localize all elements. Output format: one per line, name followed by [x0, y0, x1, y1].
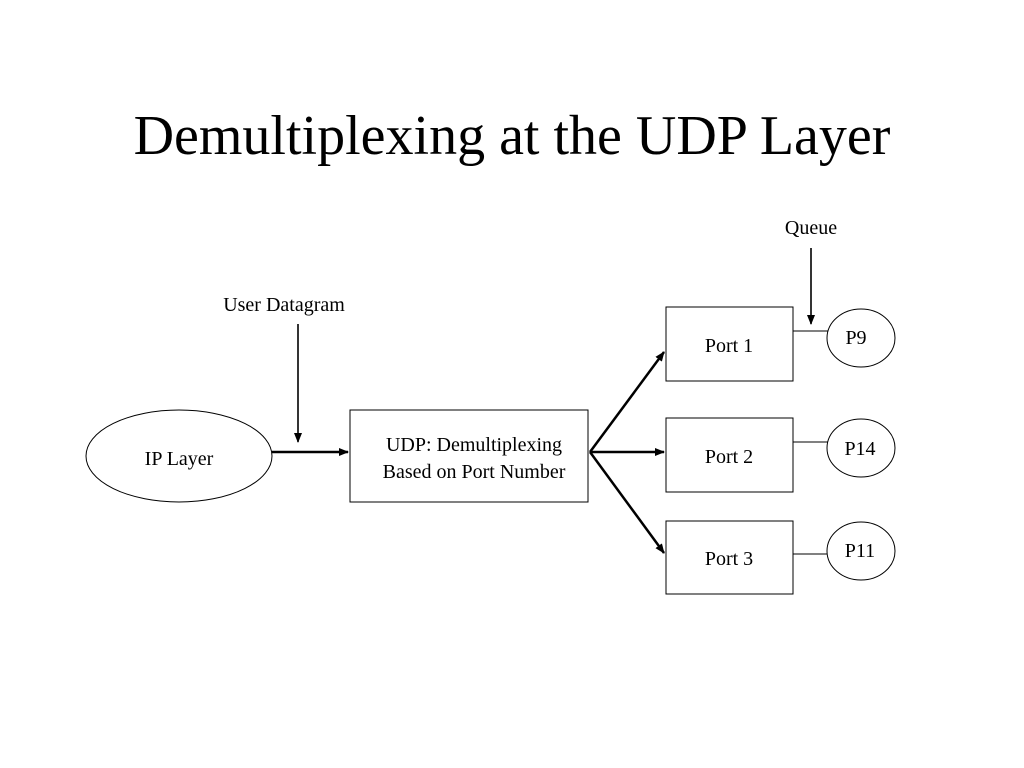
process-p11-label: P11: [845, 540, 875, 562]
slide-title: Demultiplexing at the UDP Layer: [133, 105, 891, 167]
process-p9-node: P9: [826, 308, 896, 368]
udp-demultiplexer-box: UDP: Demultiplexing Based on Port Number: [349, 409, 589, 503]
udp-to-port-3-arrow: [588, 451, 666, 554]
queue-label: Queue: [785, 217, 837, 239]
udp-box-line-2: Based on Port Number: [383, 461, 566, 483]
port-2-label: Port 2: [705, 446, 753, 468]
port-3-label: Port 3: [705, 548, 753, 570]
ip-layer-label: IP Layer: [145, 448, 214, 470]
process-p14-label: P14: [844, 438, 875, 460]
user-datagram-label: User Datagram: [223, 294, 345, 316]
ip-layer-node: IP Layer: [85, 409, 273, 503]
process-p11-node: P11: [826, 521, 896, 581]
process-p9-label: P9: [845, 327, 866, 349]
port-1-label: Port 1: [705, 335, 753, 357]
port-1-box: Port 1: [665, 306, 794, 382]
port-2-box: Port 2: [665, 417, 794, 493]
process-p14-node: P14: [826, 418, 896, 478]
port-3-box: Port 3: [665, 520, 794, 595]
udp-to-port-1-arrow: [588, 351, 666, 453]
udp-box-line-1: UDP: Demultiplexing: [386, 434, 562, 456]
